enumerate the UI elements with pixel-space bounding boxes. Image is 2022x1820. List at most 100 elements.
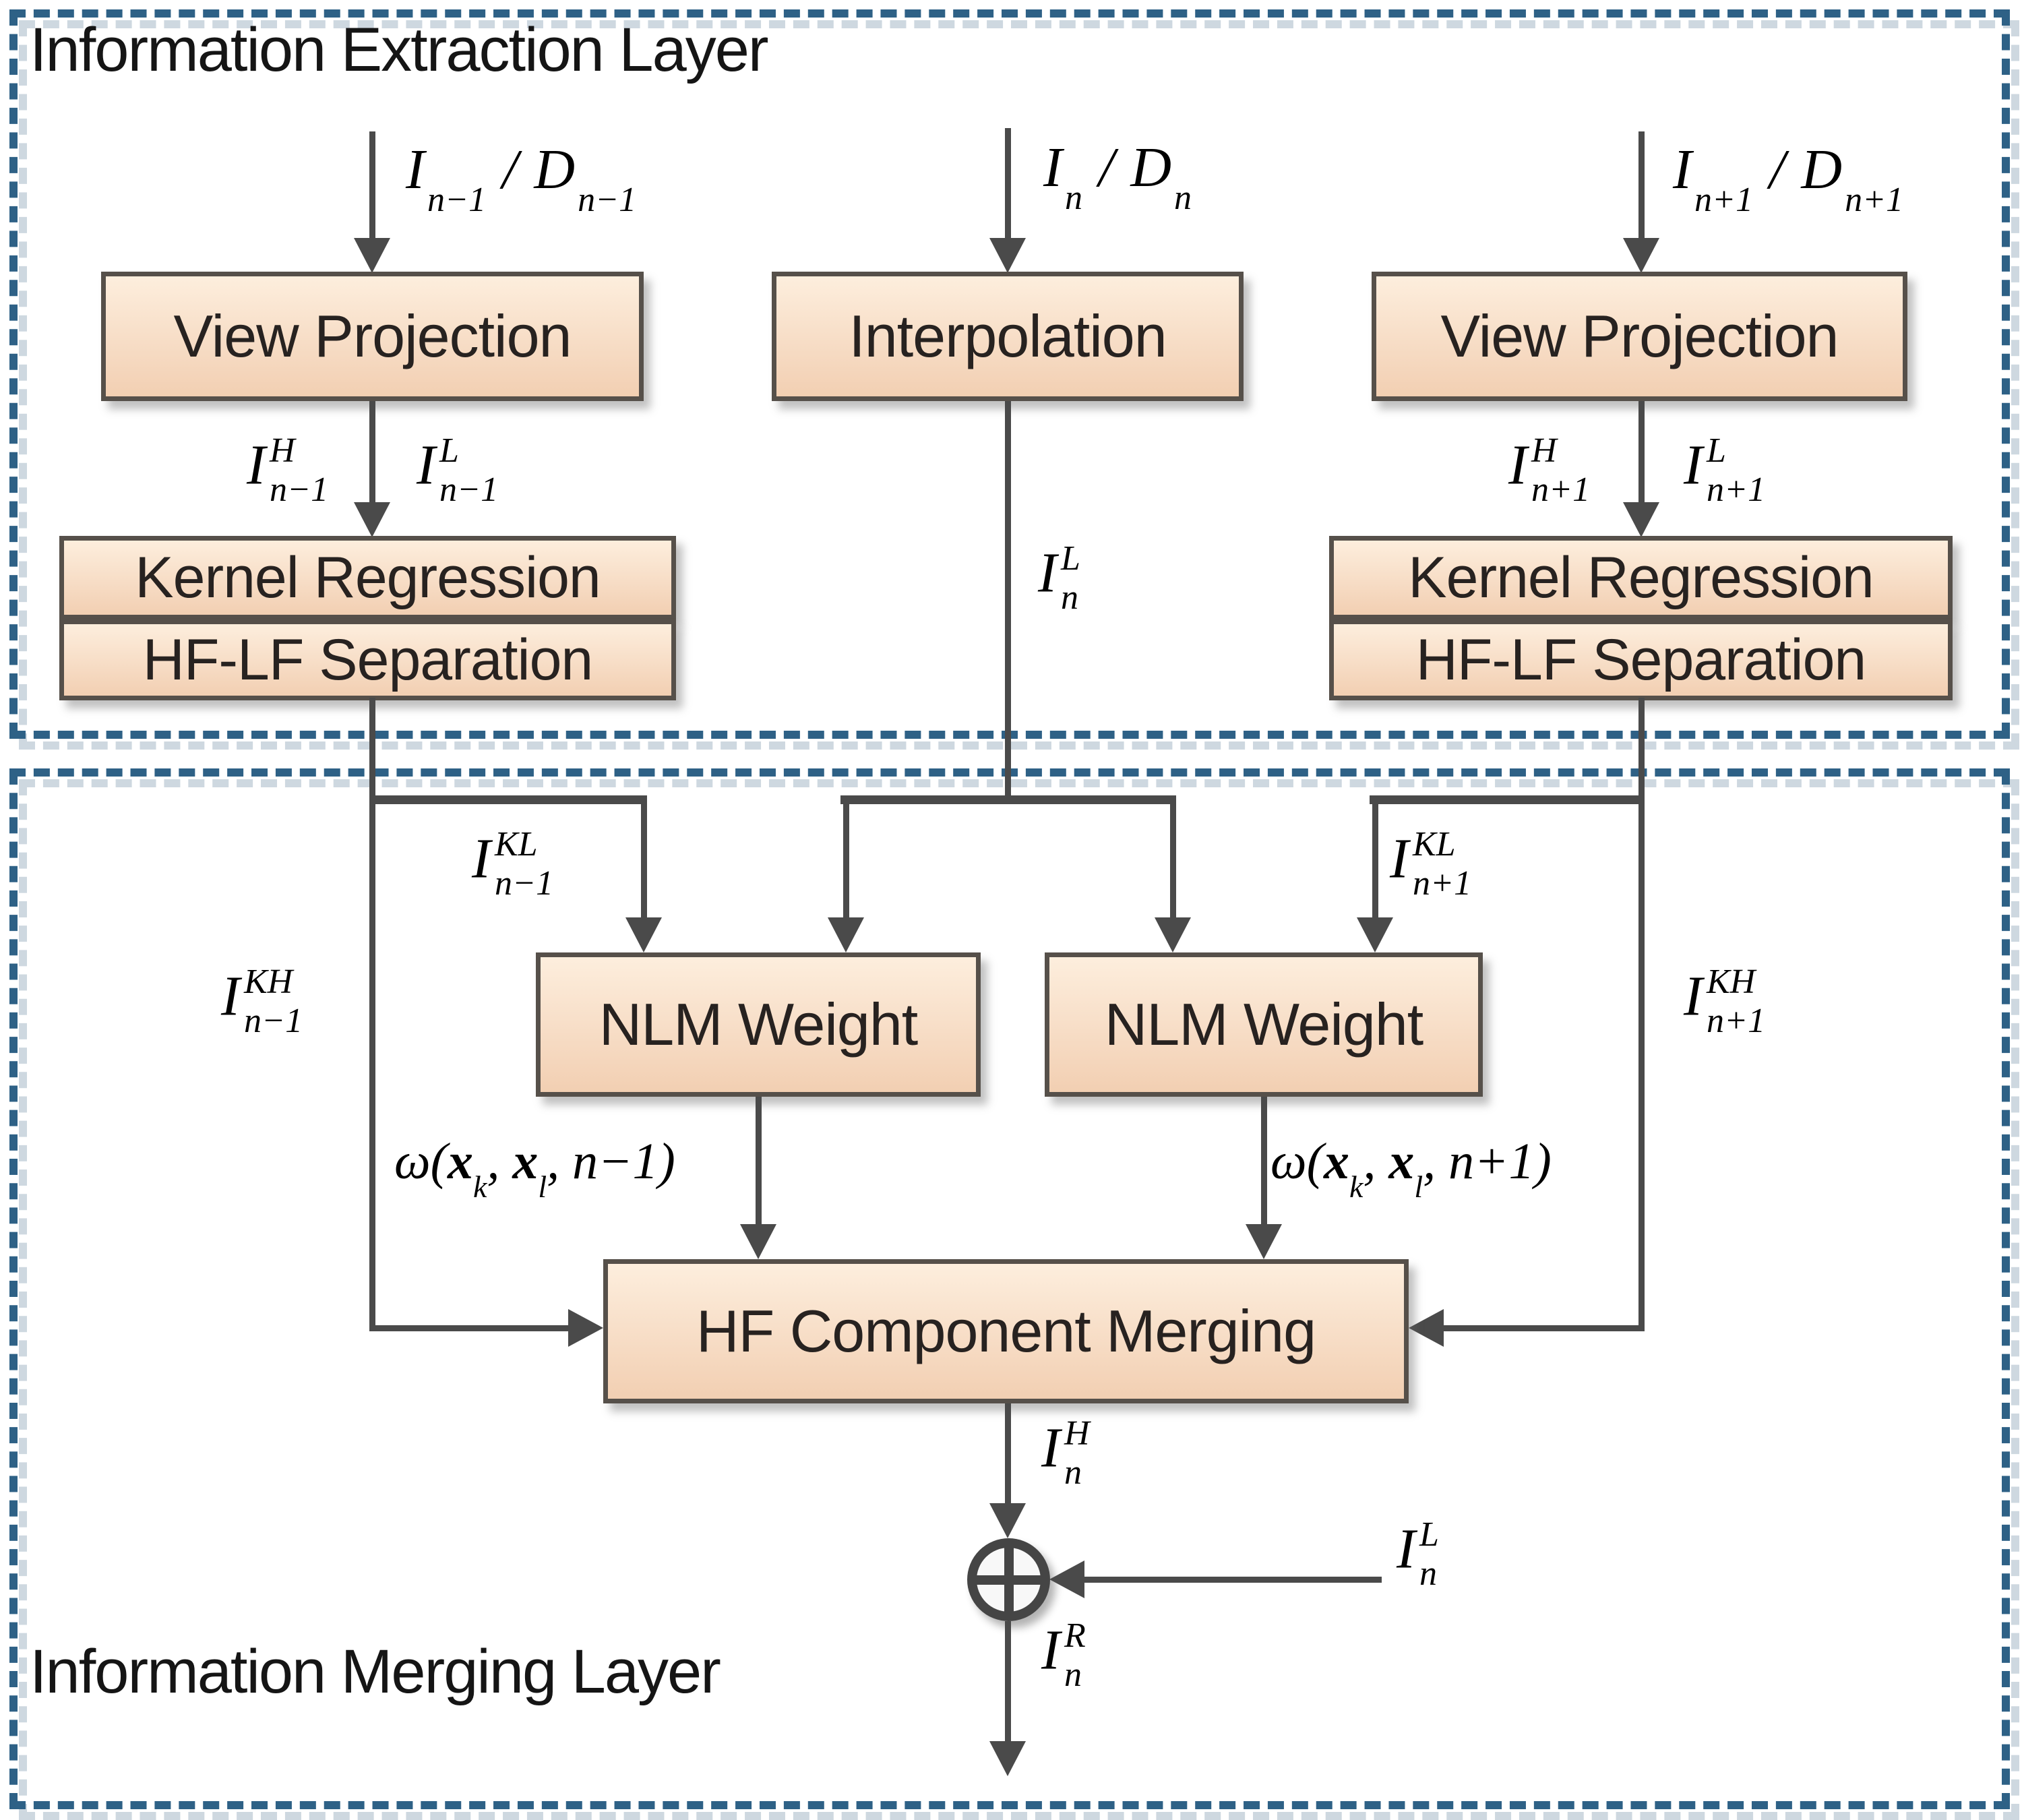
- node-kernel-regression-right: Kernel Regression: [1329, 536, 1953, 619]
- math-sup: H: [1064, 1414, 1090, 1453]
- kl-drop-arrowhead-prev: [625, 917, 662, 952]
- math-sub: n−1: [243, 1002, 303, 1040]
- math-sup: KL: [494, 825, 538, 863]
- math-sub: n: [1060, 578, 1078, 617]
- result-out-line: [1005, 1621, 1011, 1742]
- kh-line-next: [1638, 698, 1645, 1331]
- math-sep: ,: [1363, 1133, 1389, 1190]
- circled-plus-icon: [967, 1538, 1050, 1621]
- nlm-out-line-left: [756, 1097, 762, 1225]
- math-sup: L: [439, 431, 459, 470]
- hfcm-out-line: [1005, 1403, 1011, 1505]
- input-arrowhead-next: [1623, 238, 1659, 273]
- math-base: I: [417, 433, 435, 497]
- lf-drop-line-right: [1170, 795, 1176, 920]
- kh-in-line-prev: [369, 1325, 568, 1331]
- math-sub: l: [1414, 1170, 1423, 1204]
- math-base: I: [247, 433, 266, 497]
- math-sub: n−1: [439, 471, 499, 509]
- label-omega-next: ω(xk, xl, n+1): [1270, 1133, 1552, 1205]
- math-arg: n−1): [572, 1133, 675, 1190]
- node-view-projection-right: View Projection: [1372, 272, 1907, 401]
- input-line-next: [1638, 131, 1645, 239]
- math-sub: n: [1174, 179, 1192, 217]
- plus-vertical-bar: [1004, 1546, 1014, 1614]
- node-interpolation: Interpolation: [772, 272, 1244, 401]
- vp-to-kr-line-next: [1638, 401, 1645, 504]
- node-nlm-weight-right: NLM Weight: [1045, 952, 1483, 1097]
- extraction-layer-frame: [9, 9, 2010, 739]
- nlm-out-line-right: [1261, 1097, 1267, 1225]
- extraction-layer-title: Information Extraction Layer: [30, 16, 769, 84]
- interpolation-out-line: [1005, 401, 1011, 804]
- kh-in-arrowhead-next: [1409, 1309, 1444, 1347]
- label-input-cur: In/Dn: [1043, 136, 1192, 217]
- math-base: I: [1041, 1618, 1060, 1682]
- nlm-out-arrowhead-right: [1246, 1224, 1282, 1259]
- kl-drop-arrowhead-next: [1357, 917, 1393, 952]
- math-base: I: [1390, 827, 1409, 890]
- math-base: I: [221, 965, 240, 1028]
- math-sep: /: [502, 138, 518, 201]
- math-base: I: [1673, 138, 1692, 201]
- math-sup: R: [1064, 1616, 1086, 1655]
- math-sub: n: [1064, 179, 1082, 217]
- math-sup: KH: [243, 963, 293, 1001]
- math-base: I: [1043, 136, 1062, 199]
- math-sup: L: [1706, 431, 1726, 470]
- branch-bar-next: [1370, 795, 1645, 804]
- math-vector: x: [447, 1133, 473, 1190]
- math-base: D: [534, 138, 576, 201]
- lf-drop-arrowhead-right: [1155, 917, 1191, 952]
- il-in-line: [1084, 1577, 1382, 1583]
- math-sub: n+1: [1694, 181, 1754, 219]
- lf-drop-arrowhead-left: [828, 917, 864, 952]
- node-nlm-weight-left: NLM Weight: [536, 952, 981, 1097]
- math-base: I: [1038, 541, 1057, 605]
- input-line-cur: [1005, 128, 1011, 239]
- merging-layer-title: Information Merging Layer: [30, 1637, 721, 1706]
- node-view-projection-left: View Projection: [101, 272, 644, 401]
- math-sup: L: [1060, 539, 1080, 578]
- math-func: ω(: [394, 1133, 448, 1190]
- math-sep: ,: [547, 1133, 573, 1190]
- math-vector: x: [512, 1133, 539, 1190]
- math-sep: /: [1769, 138, 1785, 201]
- math-sub: n−1: [427, 181, 487, 219]
- math-sub: n+1: [1531, 471, 1591, 509]
- math-base: D: [1801, 138, 1843, 201]
- math-sub: n+1: [1412, 864, 1472, 903]
- math-sub: n+1: [1706, 471, 1766, 509]
- math-sub: n−1: [269, 471, 329, 509]
- vp-to-kr-arrowhead-next: [1623, 502, 1659, 537]
- math-base: I: [1397, 1517, 1415, 1581]
- math-sep: ,: [1423, 1133, 1449, 1190]
- lf-drop-line-left: [843, 795, 849, 920]
- math-sub: l: [538, 1170, 547, 1204]
- math-sub: k: [472, 1170, 487, 1204]
- math-arg: n+1): [1448, 1133, 1552, 1190]
- kl-drop-line-next: [1372, 795, 1378, 920]
- label-input-next: In+1 / Dn+1: [1673, 138, 1904, 219]
- node-hf-lf-separation-right: HF-LF Separation: [1329, 619, 1953, 700]
- vp-to-kr-line-prev: [369, 401, 375, 504]
- math-sub: k: [1349, 1170, 1364, 1204]
- input-arrowhead-cur: [989, 238, 1026, 273]
- math-sep: ,: [487, 1133, 513, 1190]
- math-sub: n+1: [1845, 181, 1904, 219]
- vp-to-kr-arrowhead-prev: [354, 502, 390, 537]
- kh-in-line-next: [1444, 1325, 1645, 1331]
- math-sub: n+1: [1706, 1002, 1766, 1040]
- kl-drop-line-prev: [641, 795, 647, 920]
